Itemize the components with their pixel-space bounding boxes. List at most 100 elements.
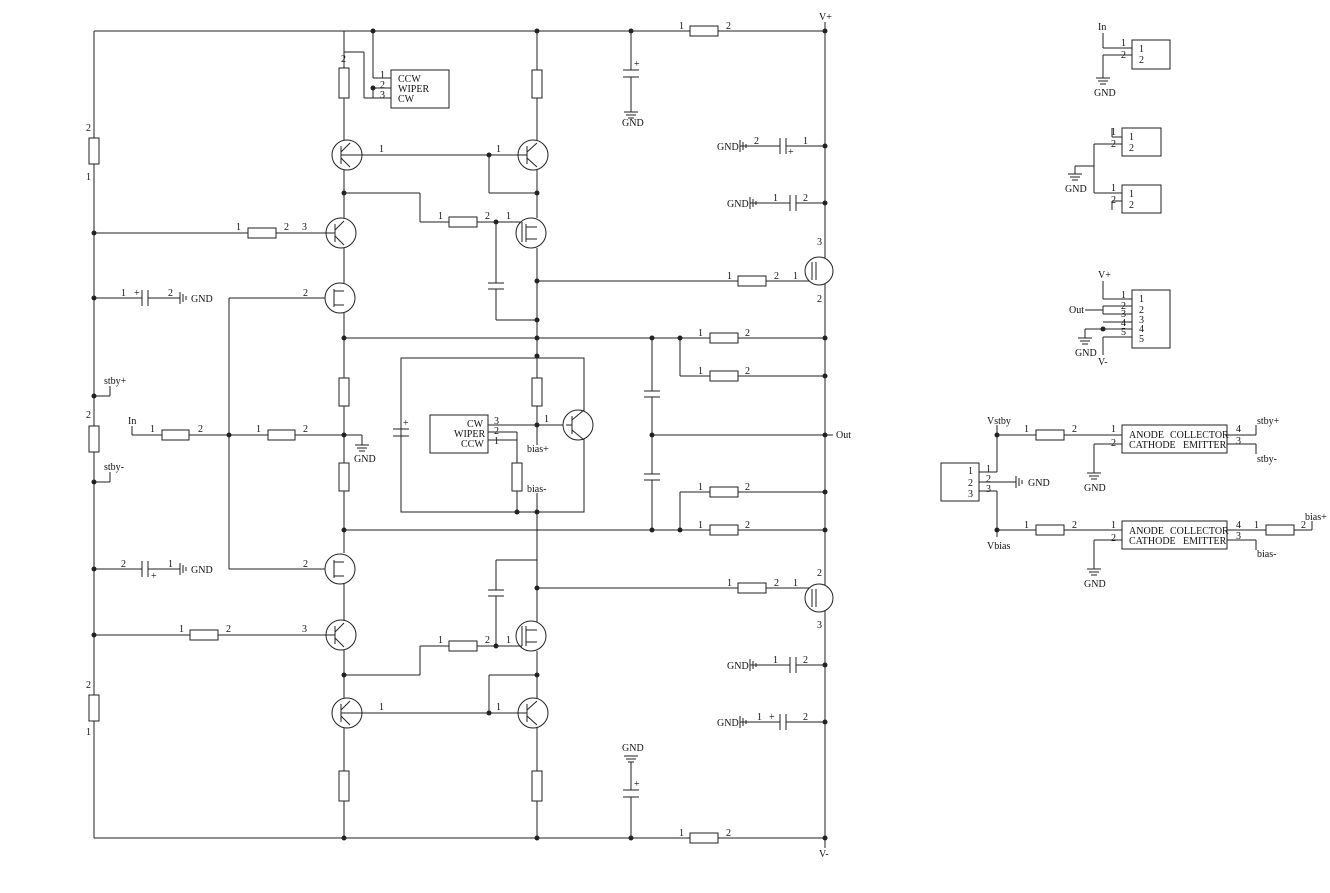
svg-text:2: 2 bbox=[1121, 301, 1126, 312]
rail-caps: + GND GND + 1 2 1 2 bbox=[622, 21, 731, 844]
svg-text:In: In bbox=[1098, 22, 1106, 33]
svg-text:bias+: bias+ bbox=[1305, 512, 1327, 523]
svg-text:3: 3 bbox=[1121, 309, 1126, 320]
stby-minus-text: stby- bbox=[104, 462, 124, 473]
svg-text:1: 1 bbox=[168, 559, 173, 570]
resistor-r3 bbox=[88, 694, 100, 722]
resistor-bottom-mid bbox=[531, 770, 543, 802]
svg-text:2: 2 bbox=[745, 328, 750, 339]
svg-text:1: 1 bbox=[506, 635, 511, 646]
svg-text:1: 1 bbox=[698, 520, 703, 531]
mosfet-q8 bbox=[515, 217, 547, 249]
svg-text:1: 1 bbox=[496, 702, 501, 713]
resistor-mid-upper bbox=[338, 377, 350, 407]
svg-text:1: 1 bbox=[380, 70, 385, 81]
bias-frame bbox=[400, 357, 585, 513]
svg-text:2: 2 bbox=[380, 80, 385, 91]
svg-text:1: 1 bbox=[379, 702, 384, 713]
optocoupler-top bbox=[1121, 424, 1228, 454]
svg-text:1: 1 bbox=[1111, 424, 1116, 435]
svg-text:2: 2 bbox=[745, 520, 750, 531]
header-power bbox=[1131, 289, 1171, 349]
svg-text:1: 1 bbox=[698, 328, 703, 339]
svg-text:GND: GND bbox=[191, 565, 213, 576]
resistor-opto-top bbox=[1035, 429, 1065, 441]
vplus-label: V+ bbox=[819, 12, 832, 23]
svg-text:2: 2 bbox=[86, 680, 91, 691]
svg-text:GND: GND bbox=[1028, 478, 1050, 489]
vplus-text: V+ bbox=[819, 12, 832, 23]
svg-text:GND: GND bbox=[1084, 483, 1106, 494]
svg-text:COLLECTOR: COLLECTOR bbox=[1170, 430, 1229, 441]
svg-text:CW: CW bbox=[398, 94, 415, 105]
svg-text:2: 2 bbox=[485, 211, 490, 222]
svg-text:1: 1 bbox=[1254, 520, 1259, 531]
svg-text:2: 2 bbox=[86, 410, 91, 421]
svg-text:1: 1 bbox=[256, 424, 261, 435]
svg-text:1: 1 bbox=[1024, 520, 1029, 531]
svg-text:2: 2 bbox=[121, 559, 126, 570]
svg-text:+: + bbox=[788, 147, 794, 158]
svg-text:CW: CW bbox=[467, 419, 484, 430]
svg-text:stby-: stby- bbox=[1257, 454, 1277, 465]
svg-text:1: 1 bbox=[544, 414, 549, 425]
cap-c-left-bottom: 2 + 1 GND bbox=[94, 559, 213, 582]
svg-text:4: 4 bbox=[1139, 324, 1144, 335]
svg-text:1: 1 bbox=[1139, 44, 1144, 55]
svg-text:3: 3 bbox=[1236, 531, 1241, 542]
svg-text:3: 3 bbox=[1236, 436, 1241, 447]
svg-text:2: 2 bbox=[803, 655, 808, 666]
svg-text:2: 2 bbox=[1139, 55, 1144, 66]
pot-bias-body bbox=[429, 414, 489, 454]
header-dual-a bbox=[1121, 127, 1162, 157]
pot-top-body bbox=[390, 69, 450, 109]
svg-text:3: 3 bbox=[986, 484, 991, 495]
input-path: In 1 2 1 2 2 2 GND bbox=[128, 288, 376, 570]
resistor-bias bbox=[531, 377, 543, 407]
connector-dual: GND 12 12 12 12 bbox=[1065, 127, 1162, 214]
resistor-bias-plus bbox=[1265, 524, 1295, 536]
svg-text:3: 3 bbox=[302, 222, 307, 233]
svg-text:2: 2 bbox=[226, 624, 231, 635]
svg-text:3: 3 bbox=[817, 237, 822, 248]
svg-text:2: 2 bbox=[817, 568, 822, 579]
svg-text:2: 2 bbox=[1121, 50, 1126, 61]
svg-text:1: 1 bbox=[679, 21, 684, 32]
svg-text:EMITTER: EMITTER bbox=[1183, 536, 1227, 547]
svg-text:+: + bbox=[403, 418, 409, 429]
svg-text:3: 3 bbox=[494, 416, 499, 427]
svg-text:CATHODE: CATHODE bbox=[1129, 536, 1176, 547]
svg-text:1: 1 bbox=[150, 424, 155, 435]
svg-text:2: 2 bbox=[774, 578, 779, 589]
svg-text:WIPER: WIPER bbox=[398, 84, 429, 95]
svg-text:1: 1 bbox=[1129, 189, 1134, 200]
svg-text:5: 5 bbox=[1139, 334, 1144, 345]
decoupling-4: GND 1 + 2 bbox=[717, 712, 825, 730]
vminus-text: V- bbox=[819, 849, 829, 860]
resistor-rail-bottom bbox=[689, 832, 719, 844]
svg-text:ANODE: ANODE bbox=[1129, 430, 1164, 441]
svg-text:2: 2 bbox=[284, 222, 289, 233]
svg-text:1: 1 bbox=[1121, 290, 1126, 301]
svg-text:1: 1 bbox=[773, 193, 778, 204]
middle-lower: 1 2 1 1 bbox=[341, 559, 738, 841]
svg-text:2: 2 bbox=[198, 424, 203, 435]
svg-text:1: 1 bbox=[236, 222, 241, 233]
svg-text:1: 1 bbox=[679, 828, 684, 839]
resistor-out-4 bbox=[709, 524, 739, 536]
svg-text:1: 1 bbox=[1111, 520, 1116, 531]
cap-c-left-top: 1 + 2 GND bbox=[94, 288, 213, 306]
resistor-bottom-left bbox=[338, 770, 350, 802]
svg-text:GND: GND bbox=[1075, 348, 1097, 359]
resistor-gate-out-bottom bbox=[737, 582, 767, 594]
resistor-gate-lower bbox=[448, 640, 478, 652]
svg-text:1: 1 bbox=[698, 366, 703, 377]
svg-text:2: 2 bbox=[986, 474, 991, 485]
resistor-out-3 bbox=[709, 486, 739, 498]
input-label: In bbox=[128, 416, 136, 427]
svg-text:+: + bbox=[134, 288, 140, 299]
svg-text:2: 2 bbox=[1072, 520, 1077, 531]
svg-text:2: 2 bbox=[303, 424, 308, 435]
svg-text:2: 2 bbox=[86, 123, 91, 134]
